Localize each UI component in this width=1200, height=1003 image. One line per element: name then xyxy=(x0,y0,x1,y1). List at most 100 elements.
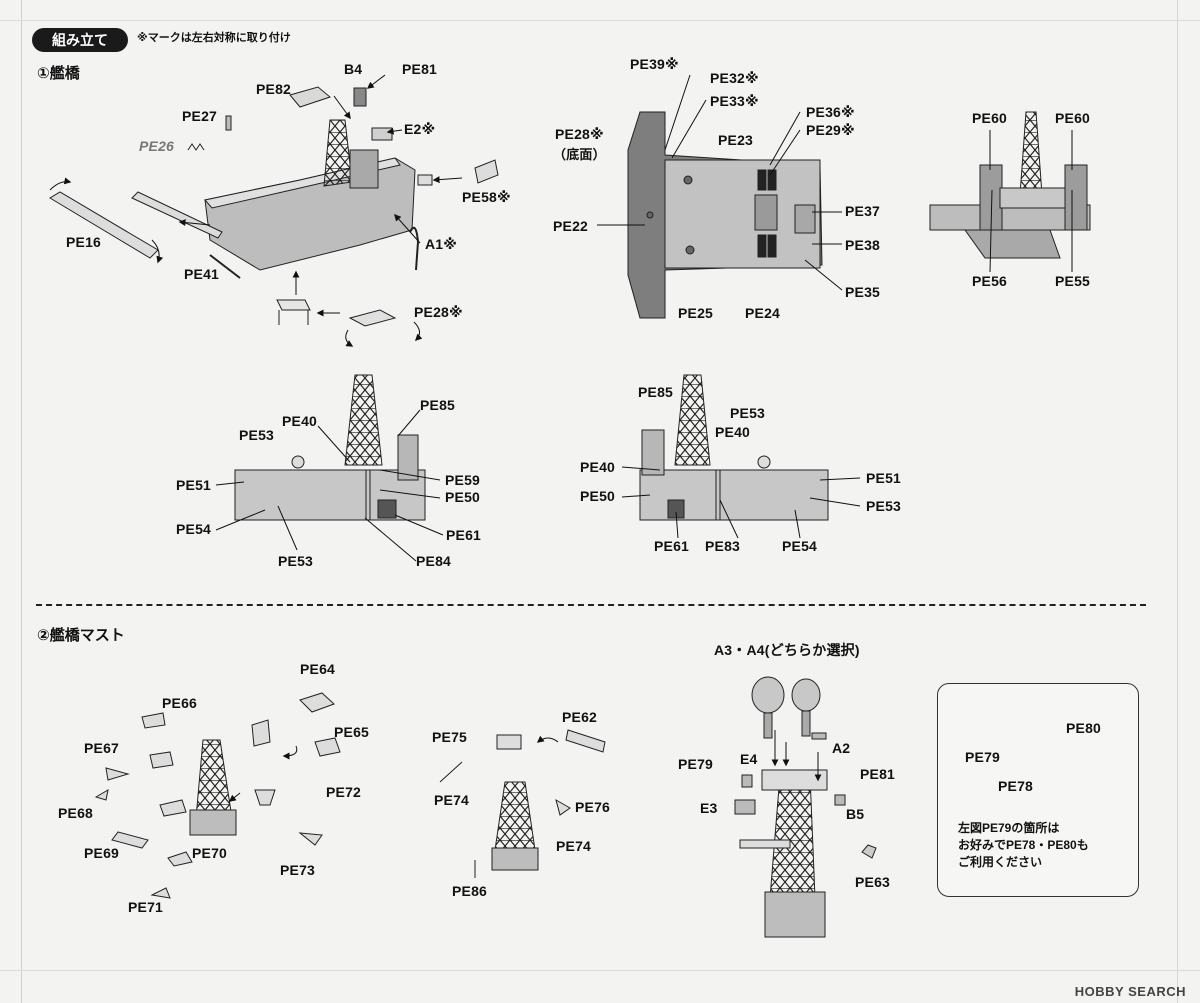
label-pe39: PE39※ xyxy=(630,56,679,72)
bridge-side-view-left xyxy=(234,374,426,521)
label-pe74: PE74 xyxy=(434,792,470,808)
bridge-exploded-drawing xyxy=(49,86,499,327)
mast-drawing-1 xyxy=(94,692,341,899)
label-pe66: PE66 xyxy=(162,695,198,711)
label-pe51: PE51 xyxy=(176,477,212,493)
label-b4: B4 xyxy=(344,61,363,77)
label-pe53-right2: PE53 xyxy=(866,498,902,514)
mast-drawing-2 xyxy=(439,729,606,878)
label-pe26: PE26 xyxy=(139,138,175,154)
note-box xyxy=(937,683,1139,897)
label-pe76: PE76 xyxy=(575,799,611,815)
label-pe60-left: PE60 xyxy=(972,110,1008,126)
label-pe40-right: PE40 xyxy=(715,424,751,440)
label-pe33: PE33※ xyxy=(710,93,759,109)
label-pe27: PE27 xyxy=(182,108,218,124)
label-pe54: PE54 xyxy=(176,521,212,537)
bridge-front-view xyxy=(929,111,1091,259)
label-pe53-right: PE53 xyxy=(730,405,766,421)
label-pe86: PE86 xyxy=(452,883,488,899)
label-pe73: PE73 xyxy=(280,862,316,878)
label-pe50: PE50 xyxy=(445,489,481,505)
label-pe79: PE79 xyxy=(678,756,714,772)
label-pe37: PE37 xyxy=(845,203,881,219)
label-pe24: PE24 xyxy=(745,305,781,321)
label-pe70: PE70 xyxy=(192,845,228,861)
label-pe81: PE81 xyxy=(860,766,896,782)
label-pe53: PE53 xyxy=(239,427,275,443)
label-e4: E4 xyxy=(740,751,758,767)
label-pe29: PE29※ xyxy=(806,122,855,138)
label-a1: A1※ xyxy=(425,236,458,252)
label-pe64: PE64 xyxy=(300,661,336,677)
section-divider xyxy=(36,604,1146,606)
label-pe22: PE22 xyxy=(553,218,589,234)
label-pe74-b: PE74 xyxy=(556,838,592,854)
label-pe67: PE67 xyxy=(84,740,120,756)
label-pe85-right: PE85 xyxy=(638,384,674,400)
label-e3: E3 xyxy=(700,800,718,816)
label-pe53b: PE53 xyxy=(278,553,314,569)
label-pe79-box: PE79 xyxy=(965,749,1001,765)
label-pe40-right2: PE40 xyxy=(580,459,616,475)
label-pe40: PE40 xyxy=(282,413,318,429)
fold-line xyxy=(0,970,1200,971)
label-pe23: PE23 xyxy=(718,132,754,148)
label-pe25: PE25 xyxy=(678,305,714,321)
label-pe71: PE71 xyxy=(128,899,164,915)
label-pe60-right: PE60 xyxy=(1055,110,1091,126)
section-title-bridge-mast: ②艦橋マスト xyxy=(37,627,125,644)
label-pe69: PE69 xyxy=(84,845,120,861)
bridge-plan-view xyxy=(627,111,823,319)
label-pe75: PE75 xyxy=(432,729,468,745)
label-pe65: PE65 xyxy=(334,724,370,740)
label-pe82: PE82 xyxy=(256,81,292,97)
label-pe80-box: PE80 xyxy=(1066,720,1102,736)
bridge-side-view-right xyxy=(639,374,829,521)
label-pe41: PE41 xyxy=(184,266,220,282)
label-pe63: PE63 xyxy=(855,874,891,890)
label-a2: A2 xyxy=(832,740,851,756)
label-pe84: PE84 xyxy=(416,553,452,569)
label-pe61-right: PE61 xyxy=(654,538,690,554)
note-line-1: 左図PE79の箇所は xyxy=(958,821,1060,835)
leader-lines xyxy=(49,74,1073,802)
fold-line xyxy=(0,20,1200,21)
label-e2: E2※ xyxy=(404,121,436,137)
label-pe61: PE61 xyxy=(446,527,482,543)
note-line-3: ご利用ください xyxy=(958,855,1043,869)
label-pe35: PE35 xyxy=(845,284,881,300)
label-a3-a4: A3・A4(どちらか選択) xyxy=(714,642,860,658)
label-pe62: PE62 xyxy=(562,709,598,725)
label-pe58: PE58※ xyxy=(462,189,511,205)
label-pe54-right: PE54 xyxy=(782,538,818,554)
label-pe81: PE81 xyxy=(402,61,438,77)
label-pe59: PE59 xyxy=(445,472,481,488)
label-pe83: PE83 xyxy=(705,538,741,554)
label-pe28-top: PE28※ xyxy=(555,126,604,142)
label-pe85: PE85 xyxy=(420,397,456,413)
label-pe55: PE55 xyxy=(1055,273,1091,289)
symmetry-note: ※マークは左右対称に取り付け xyxy=(137,32,291,44)
mast-drawing-3 xyxy=(734,676,877,938)
fold-line xyxy=(21,0,22,1003)
label-pe28-lower: PE28※ xyxy=(414,304,463,320)
fold-line xyxy=(1177,0,1178,1003)
watermark: HOBBY SEARCH xyxy=(1074,984,1186,999)
label-pe32: PE32※ xyxy=(710,70,759,86)
label-pe78-box: PE78 xyxy=(998,778,1034,794)
label-pe38: PE38 xyxy=(845,237,881,253)
note-line-2: お好みでPE78・PE80も xyxy=(958,838,1089,852)
label-b5: B5 xyxy=(846,806,865,822)
label-pe36: PE36※ xyxy=(806,104,855,120)
label-bottom-side: （底面） xyxy=(553,147,606,162)
label-pe68: PE68 xyxy=(58,805,94,821)
section-title-bridge: ①艦橋 xyxy=(37,65,80,82)
label-pe56: PE56 xyxy=(972,273,1008,289)
label-pe16: PE16 xyxy=(66,234,102,250)
assembly-badge: 組み立て xyxy=(32,28,128,52)
label-pe72: PE72 xyxy=(326,784,362,800)
label-pe51-right: PE51 xyxy=(866,470,902,486)
